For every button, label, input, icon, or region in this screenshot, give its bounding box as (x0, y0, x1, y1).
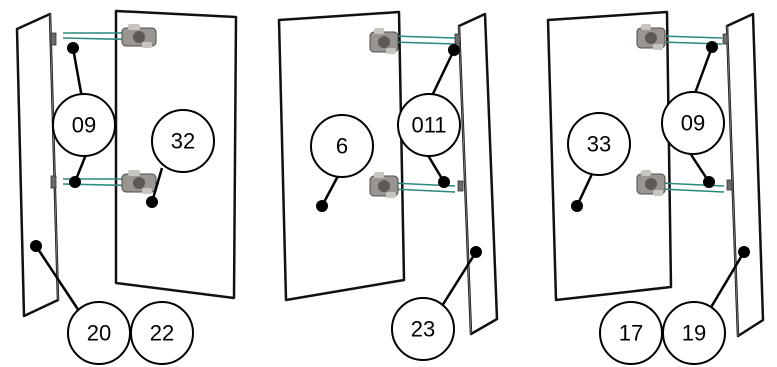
callout-17: 17 (599, 301, 663, 365)
hinge-icon (369, 172, 399, 198)
callout-label: 32 (171, 129, 195, 154)
callout-label: 09 (681, 111, 705, 136)
mounting-bracket-icon (722, 33, 733, 191)
callout-011: 011 (397, 93, 461, 157)
callout-32: 32 (151, 109, 215, 173)
callout-19: 19 (662, 301, 726, 365)
callout-label: 22 (150, 321, 174, 346)
callout-33: 33 (567, 112, 631, 176)
group3-side-panel (725, 12, 765, 338)
mounting-bracket-icon (50, 32, 57, 189)
callout-09-left: 09 (52, 93, 116, 157)
mounting-bracket-icon (454, 33, 464, 192)
group1-side-panel (15, 12, 60, 318)
hinge-icon (636, 170, 666, 196)
callout-22: 22 (130, 301, 194, 365)
callout-label: 23 (411, 317, 435, 342)
callout-label: 20 (87, 321, 111, 346)
callout-09-right: 09 (661, 91, 725, 155)
hinge-icon (121, 24, 157, 48)
callout-label: 17 (619, 321, 643, 346)
callout-6: 6 (310, 114, 374, 178)
callout-label: 6 (336, 134, 348, 159)
group2-side-panel (457, 12, 499, 336)
hinge-icon (636, 24, 666, 50)
callout-label: 19 (682, 321, 706, 346)
group3-leaders (571, 41, 750, 310)
callout-label: 011 (411, 113, 446, 138)
group1-leaders (30, 42, 164, 312)
callout-20: 20 (67, 301, 131, 365)
hinge-icon (121, 170, 157, 194)
group2-leaders (316, 44, 482, 307)
callout-label: 33 (587, 132, 611, 157)
hinge-icon (369, 28, 399, 54)
callout-23: 23 (391, 297, 455, 361)
callout-label: 09 (72, 113, 96, 138)
